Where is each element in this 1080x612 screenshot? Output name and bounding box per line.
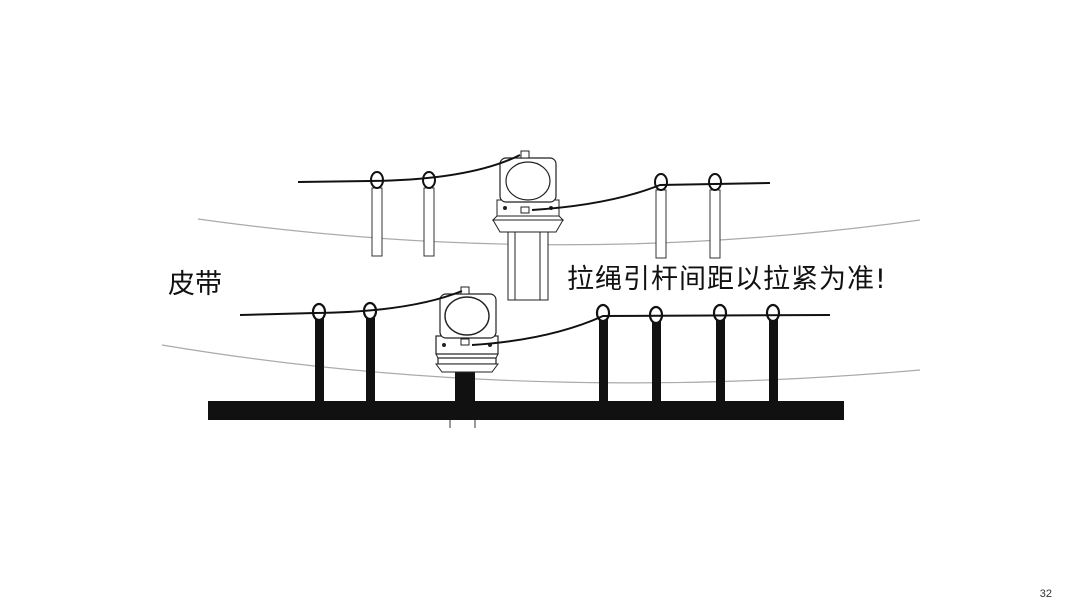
lower-cord-left (239, 290, 463, 316)
belt-line-upper (197, 218, 921, 246)
spacing-note: 拉绳引杆间距以拉紧为准! (567, 264, 887, 295)
belt-label: 皮带 (168, 269, 222, 300)
page-number: 32 (1039, 588, 1052, 600)
upper-assembly (297, 150, 771, 301)
lower-poles (315, 318, 778, 402)
upper-cord-right (531, 182, 771, 211)
upper-pull-switch (499, 150, 557, 214)
lower-cord-right (471, 314, 831, 346)
lower-assembly (208, 286, 844, 428)
upper-cord-left (297, 154, 521, 183)
upper-switch-stand (491, 199, 565, 301)
lower-eyelets (311, 301, 781, 325)
lower-switch-stand (435, 335, 499, 402)
belt-line-lower (161, 344, 921, 384)
frame-beam (208, 401, 844, 420)
lower-pull-switch (439, 286, 497, 346)
